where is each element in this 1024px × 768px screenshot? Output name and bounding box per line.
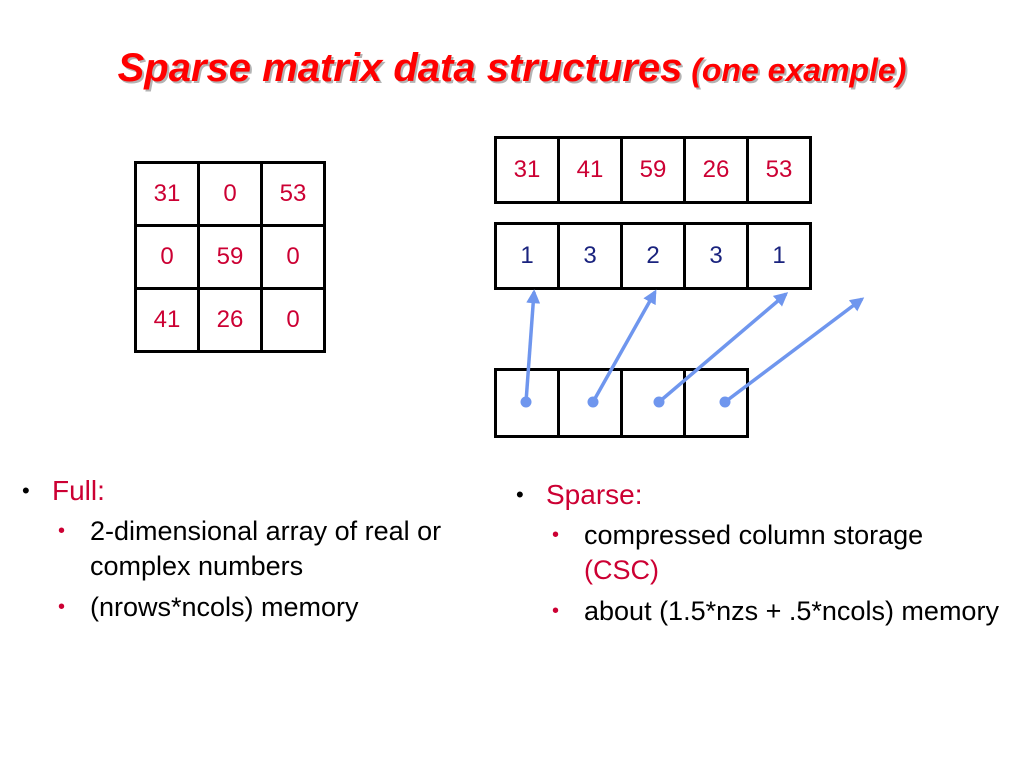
- row-index-array: 1 3 2 3 1: [494, 222, 812, 290]
- matrix-cell: 59: [197, 224, 263, 290]
- value-cell: 53: [746, 136, 812, 204]
- matrix-row: 31 0 53: [134, 161, 326, 227]
- list-item: about (1.5*nzs + .5*ncols) memory: [550, 594, 1004, 629]
- column-pointer-cell: [683, 368, 749, 438]
- matrix-row: 0 59 0: [134, 224, 326, 290]
- value-cell: 41: [557, 136, 623, 204]
- list-item: 2-dimensional array of real or complex n…: [56, 514, 488, 584]
- pointer-arrow: [653, 292, 789, 408]
- title-sub: (one example): [691, 52, 907, 88]
- matrix-cell: 0: [134, 224, 200, 290]
- list-heading-sparse: Sparse:: [512, 478, 1012, 512]
- matrix-cell: 26: [197, 287, 263, 353]
- matrix-cell: 53: [260, 161, 326, 227]
- list-item: (nrows*ncols) memory: [56, 590, 488, 625]
- pointer-arrow: [587, 289, 657, 408]
- matrix-cell: 0: [260, 287, 326, 353]
- column-pointer-cell: [620, 368, 686, 438]
- csc-label: (CSC): [584, 555, 659, 585]
- row-index-cell: 1: [494, 222, 560, 290]
- matrix-cell: 0: [197, 161, 263, 227]
- list-item-text: compressed column storage: [584, 520, 924, 550]
- full-description-list: Full: 2-dimensional array of real or com…: [18, 474, 488, 625]
- matrix-row: 41 26 0: [134, 287, 326, 353]
- row-index-cell: 3: [557, 222, 623, 290]
- list-heading-full: Full:: [18, 474, 488, 508]
- row-index-cell: 2: [620, 222, 686, 290]
- value-cell: 31: [494, 136, 560, 204]
- matrix-cell: 41: [134, 287, 200, 353]
- title-main: Sparse matrix data structures: [117, 46, 683, 90]
- pointer-arrow: [719, 297, 865, 408]
- value-cell: 59: [620, 136, 686, 204]
- pointer-arrow: [520, 289, 541, 408]
- slide-title: Sparse matrix data structures (one examp…: [0, 46, 1024, 91]
- row-index-cell: 3: [683, 222, 749, 290]
- full-matrix-table: 31 0 53 0 59 0 41 26 0: [134, 161, 326, 353]
- matrix-cell: 31: [134, 161, 200, 227]
- sparse-description-list: Sparse: compressed column storage (CSC) …: [512, 478, 1012, 629]
- values-array: 31 41 59 26 53: [494, 136, 812, 204]
- row-index-cell: 1: [746, 222, 812, 290]
- list-item: compressed column storage (CSC): [550, 518, 964, 588]
- matrix-cell: 0: [260, 224, 326, 290]
- value-cell: 26: [683, 136, 749, 204]
